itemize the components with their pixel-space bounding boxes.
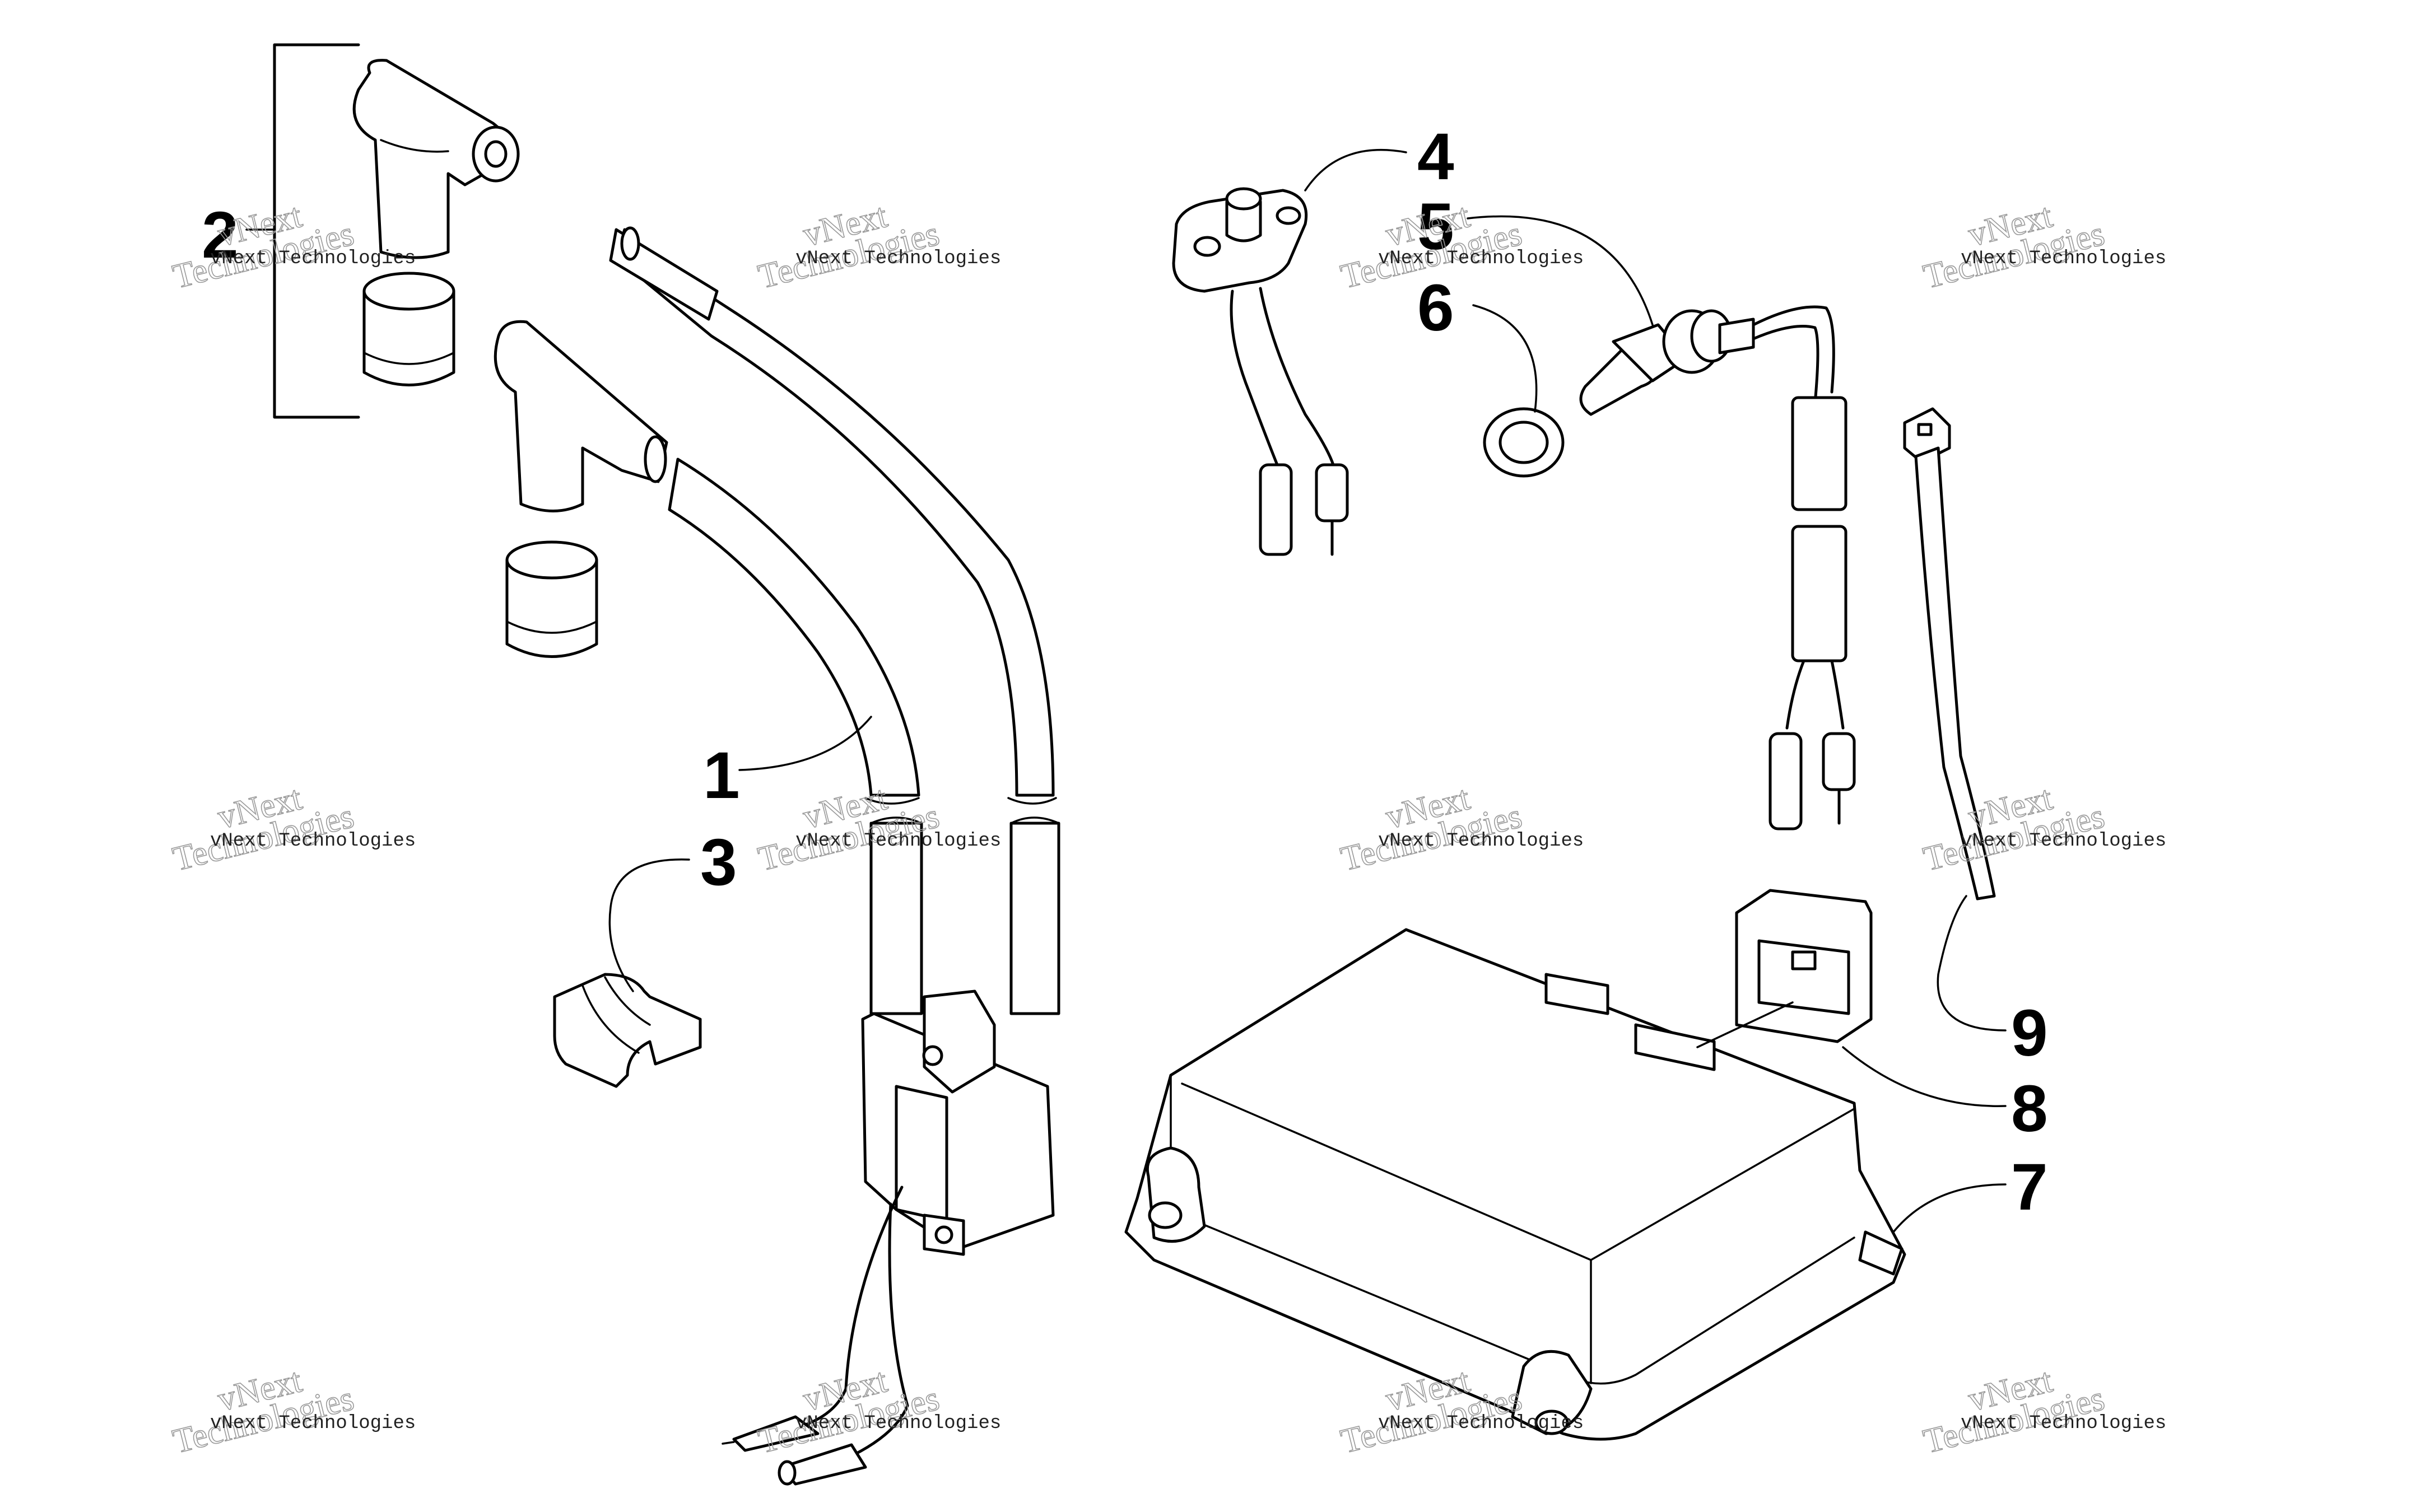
callout-6: 6 xyxy=(1417,271,1454,345)
leader-9 xyxy=(1937,895,2007,1032)
callout-2: 2 xyxy=(202,198,239,272)
leader-3 xyxy=(608,858,690,992)
leader-4 xyxy=(1304,148,1407,192)
connector-cover xyxy=(1735,889,1873,1043)
callout-3: 3 xyxy=(700,825,737,899)
leader-6 xyxy=(1472,304,1538,413)
spark-plug-cap-group xyxy=(273,43,520,419)
leader-7 xyxy=(1892,1183,2007,1233)
watermark-text: vNext Technologies xyxy=(1961,248,2166,269)
watermark-text: vNext Technologies xyxy=(1378,248,1584,269)
leader-8 xyxy=(1842,1046,2007,1107)
watermark-text: vNext Technologies xyxy=(1378,830,1584,852)
callout-8: 8 xyxy=(2011,1072,2048,1146)
leader-8b xyxy=(1696,1001,1794,1048)
callout-7: 7 xyxy=(2011,1150,2048,1224)
watermark-text: vNext Technologies xyxy=(210,1413,416,1434)
callout-4: 4 xyxy=(1417,120,1454,194)
leader-1 xyxy=(738,716,872,771)
watermark-text: vNext Technologies xyxy=(210,830,416,852)
watermark-text: vNext Technologies xyxy=(1961,1413,2166,1434)
callout-1: 1 xyxy=(703,739,740,813)
watermark-text: vNext Technologies xyxy=(210,248,416,269)
leader-lines xyxy=(245,148,2007,1233)
control-module-box xyxy=(1124,928,1906,1441)
ignition-coil-group xyxy=(494,226,1060,1486)
callout-labels: 1 2 3 4 5 6 7 8 9 xyxy=(202,120,2048,1224)
cable-tie xyxy=(1903,407,1996,900)
watermark-text: vNext Technologies xyxy=(1961,830,2166,852)
sensor-with-flange xyxy=(1172,187,1349,556)
callout-9: 9 xyxy=(2011,996,2048,1070)
leader-5 xyxy=(1467,215,1654,326)
watermark-text: vNext Technologies xyxy=(795,830,1001,852)
callout-5: 5 xyxy=(1417,190,1454,264)
sealing-washer xyxy=(1483,407,1565,478)
temperature-sensor xyxy=(1579,305,1856,830)
watermark-text: vNext Technologies xyxy=(795,248,1001,269)
watermark-text: vNext Technologies xyxy=(795,1413,1001,1434)
watermark-text: vNext Technologies xyxy=(1378,1413,1584,1434)
wire-clip xyxy=(553,973,702,1088)
